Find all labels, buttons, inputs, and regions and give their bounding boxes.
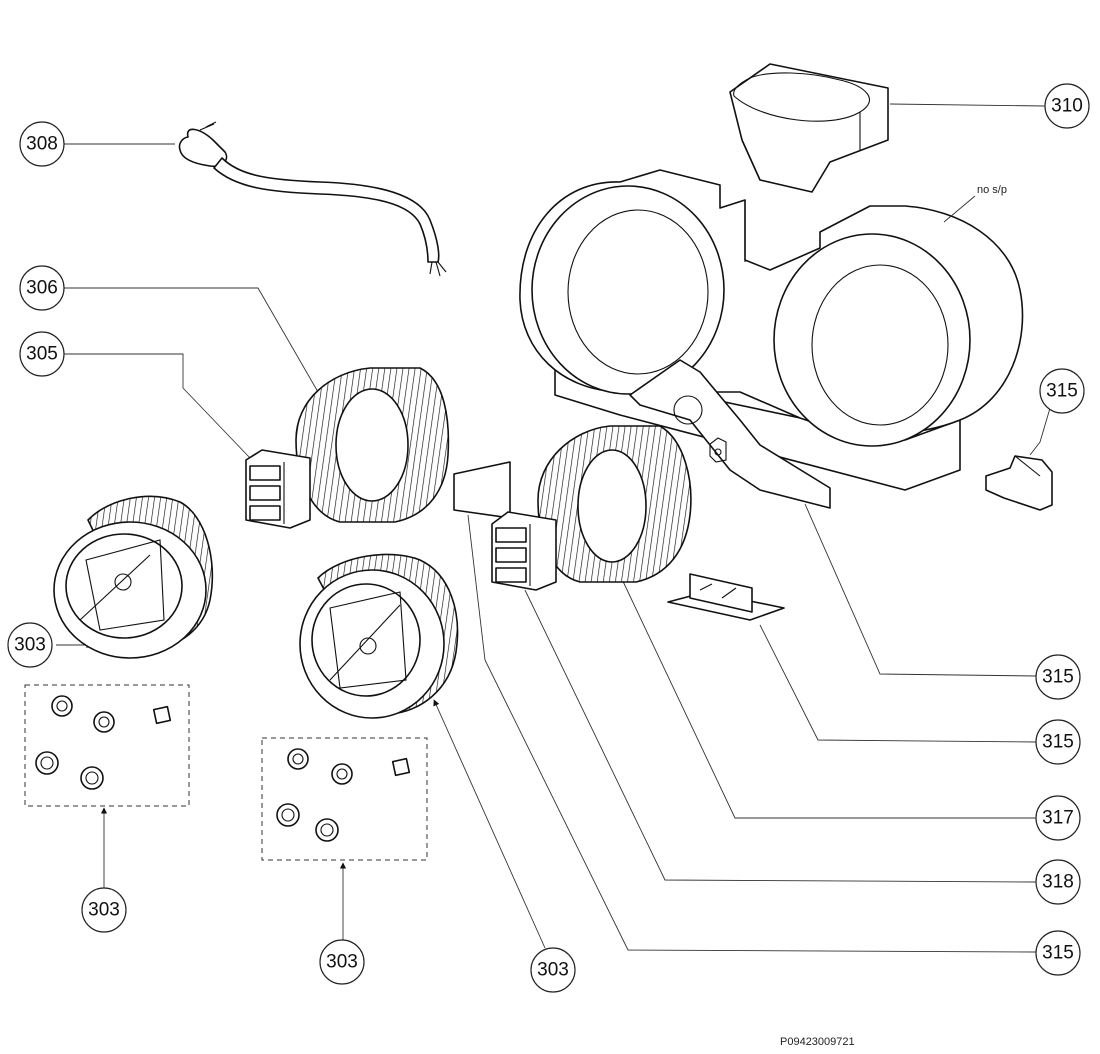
- clip-part: [985, 455, 1053, 511]
- svg-text:315: 315: [1042, 667, 1074, 688]
- callout-315-clip: 315: [1039, 368, 1085, 414]
- baffle-plate-part: [453, 461, 511, 519]
- svg-text:315: 315: [1042, 732, 1074, 753]
- callout-303-fan-left: 303: [7, 622, 53, 668]
- svg-text:317: 317: [1042, 808, 1074, 829]
- callout-305: 305: [19, 331, 65, 377]
- blower-wheel-right-part: [537, 425, 692, 583]
- svg-text:305: 305: [26, 344, 58, 365]
- svg-text:303: 303: [326, 952, 358, 973]
- power-cord-part: [178, 121, 447, 277]
- callout-318: 318: [1035, 859, 1081, 905]
- drawing-code: P09423009721: [780, 1036, 855, 1048]
- motor-block-left-part: [245, 449, 311, 529]
- svg-text:303: 303: [537, 960, 569, 981]
- svg-text:306: 306: [26, 278, 58, 299]
- svg-text:315: 315: [1046, 381, 1078, 402]
- svg-text:315: 315: [1042, 943, 1074, 964]
- callout-315-bracket: 315: [1035, 719, 1081, 765]
- svg-text:303: 303: [88, 900, 120, 921]
- callout-303-kit-left: 303: [81, 887, 127, 933]
- svg-text:308: 308: [26, 134, 58, 155]
- svg-text:318: 318: [1042, 872, 1074, 893]
- fan-housing-part: no s/p: [519, 169, 1024, 509]
- callout-310: 310: [1044, 83, 1090, 129]
- svg-text:310: 310: [1051, 96, 1083, 117]
- callout-317: 317: [1035, 795, 1081, 841]
- motor-block-right-part: [491, 511, 557, 591]
- fan-wheel-center-part: [299, 553, 459, 719]
- callout-315-plate: 315: [1035, 930, 1081, 976]
- blower-wheel-left-part: [295, 367, 450, 523]
- leader-lines: [56, 103, 1054, 953]
- no-sp-note: no s/p: [977, 184, 1007, 196]
- callout-303-fan-center: 303: [530, 947, 576, 993]
- callout-315-housing: 315: [1035, 654, 1081, 700]
- fan-wheel-left-part: [53, 495, 214, 659]
- callout-306: 306: [19, 265, 65, 311]
- callout-303-kit-center: 303: [319, 939, 365, 985]
- callout-308: 308: [19, 121, 65, 167]
- svg-text:303: 303: [14, 635, 46, 656]
- hardware-kit-center: [261, 737, 428, 861]
- funnel-housing-part: [729, 63, 889, 193]
- hardware-kit-left: [24, 684, 190, 807]
- glass-bracket-part: [667, 573, 785, 621]
